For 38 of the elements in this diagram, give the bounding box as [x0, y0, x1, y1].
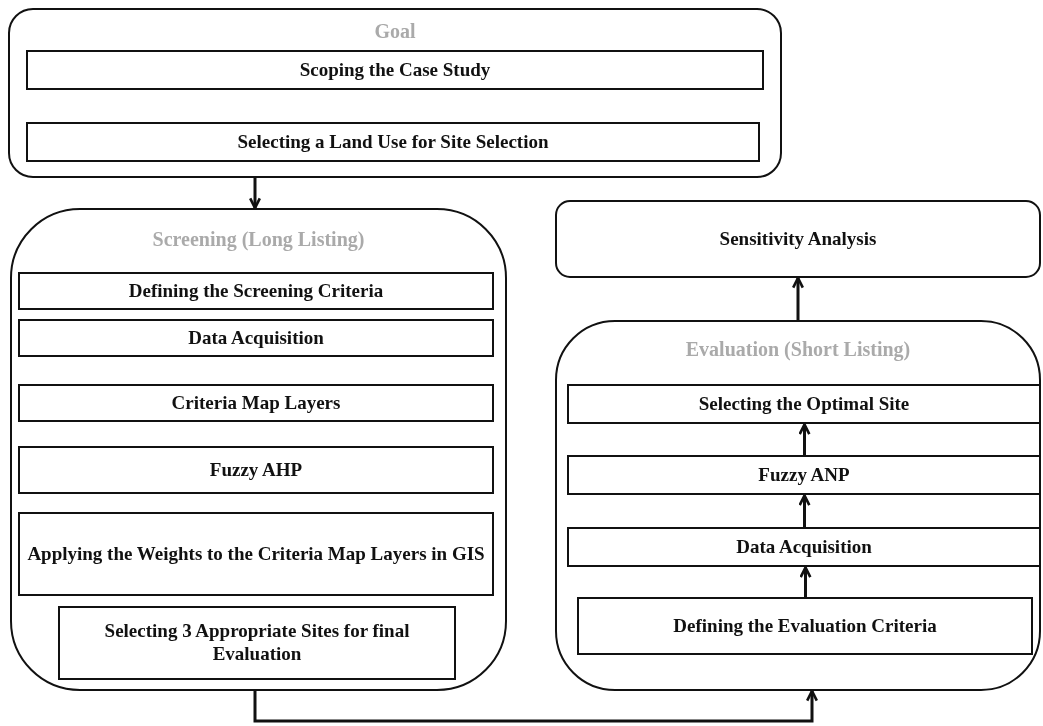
- step-label: Selecting a Land Use for Site Selection: [236, 130, 550, 154]
- process-box: [26, 122, 760, 162]
- step-label: Data Acquisition: [187, 326, 325, 350]
- arrow: [791, 276, 805, 320]
- step-label: Applying the Weights to the Criteria Map Layers in GIS: [26, 542, 486, 566]
- process-box: [577, 597, 1033, 655]
- group-panel: [8, 8, 782, 178]
- arrow: [799, 566, 812, 598]
- process-box: [26, 50, 764, 90]
- process-box: [567, 527, 1041, 567]
- step-label: Fuzzy ANP: [757, 463, 851, 487]
- panel-heading: Evaluation (Short Listing): [684, 338, 912, 361]
- process-box: [18, 512, 494, 596]
- process-box: [567, 455, 1041, 495]
- process-box: [18, 272, 494, 310]
- arrow: [798, 423, 811, 456]
- process-box: [555, 200, 1041, 278]
- group-panel: [555, 320, 1041, 691]
- step-label: Selecting the Optimal Site: [697, 392, 911, 416]
- process-box: [18, 319, 494, 357]
- group-panel: [10, 208, 507, 691]
- process-box: [567, 384, 1041, 424]
- step-label: Data Acquisition: [735, 535, 873, 559]
- step-label: Defining the Evaluation Criteria: [672, 614, 938, 638]
- process-box: [58, 606, 456, 680]
- step-label: Sensitivity Analysis: [718, 227, 878, 251]
- step-label: Criteria Map Layers: [170, 391, 342, 415]
- arrow: [798, 494, 811, 528]
- panel-heading: Goal: [373, 20, 417, 43]
- arrow: [248, 178, 262, 210]
- step-label: Defining the Screening Criteria: [127, 279, 385, 303]
- panel-heading: Screening (Long Listing): [151, 228, 366, 251]
- arrow: [253, 689, 819, 723]
- process-box: [18, 446, 494, 494]
- step-label: Selecting 3 Appropriate Sites for final Evaluation: [103, 620, 411, 666]
- step-label: Scoping the Case Study: [298, 58, 492, 82]
- step-label: Fuzzy AHP: [208, 458, 304, 482]
- process-box: [18, 384, 494, 422]
